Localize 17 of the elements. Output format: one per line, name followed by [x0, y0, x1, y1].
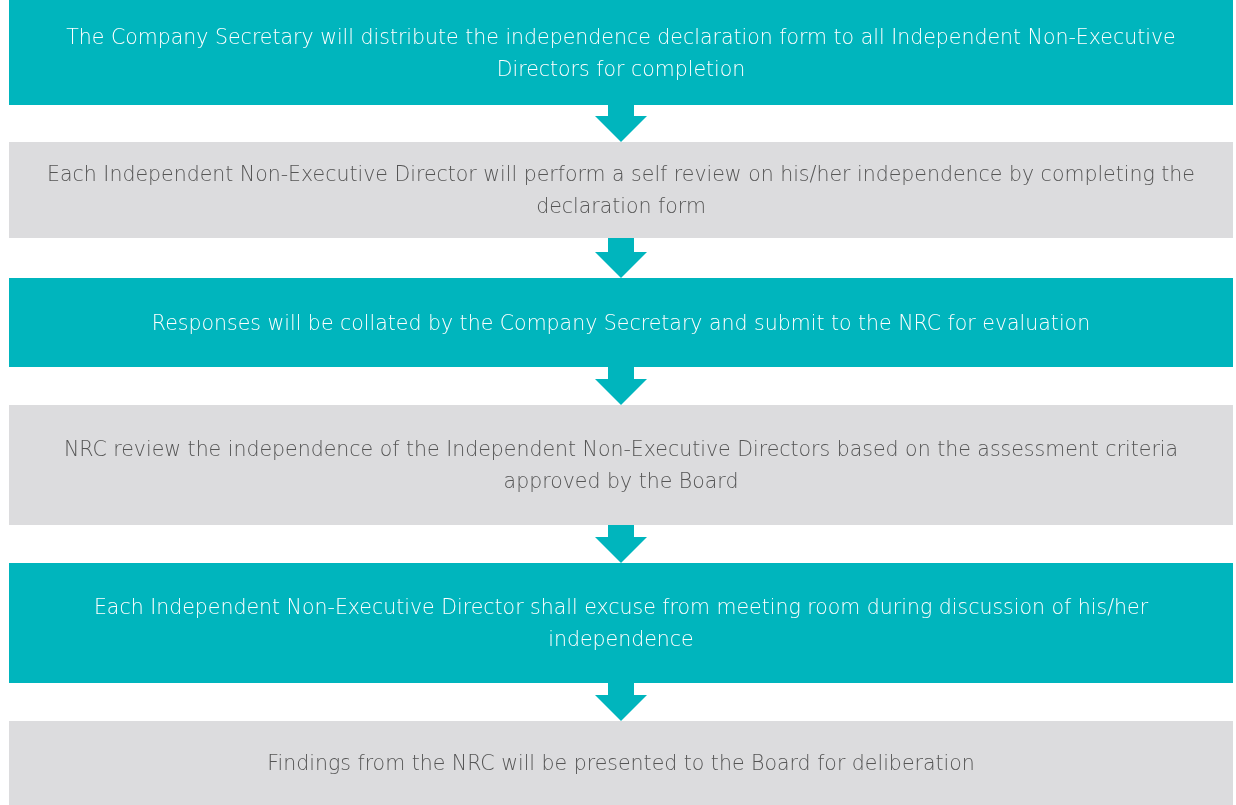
down-arrow	[595, 105, 647, 142]
down-arrow	[595, 367, 647, 405]
step-text: The Company Secretary will distribute the independence declaration form to all Independent Non-Executive Directors for completion	[65, 23, 1177, 83]
step-text: Each Independent Non-Executive Director shall excuse from meeting room during discussion of his/her independence	[92, 594, 1150, 653]
process-box	[9, 563, 1233, 683]
down-arrow	[595, 683, 647, 721]
step-text: NRC review the independence of the Independent Non-Executive Directors based on the assessment criteria approved by the Board	[62, 436, 1180, 495]
down-arrow	[595, 238, 647, 278]
process-box	[9, 405, 1233, 525]
step-text: Findings from the NRC will be presented to the Board for deliberation	[267, 750, 975, 777]
process-box	[9, 0, 1233, 105]
step-text: Each Independent Non-Executive Director will perform a self review on his/her independence by completing the declaration form	[46, 161, 1196, 220]
process-box	[9, 721, 1233, 805]
step-text: Responses will be collated by the Company Secretary and submit to the NRC for evaluation	[151, 309, 1091, 337]
process-box	[9, 278, 1233, 367]
process-box	[9, 142, 1233, 238]
down-arrow	[595, 525, 647, 563]
